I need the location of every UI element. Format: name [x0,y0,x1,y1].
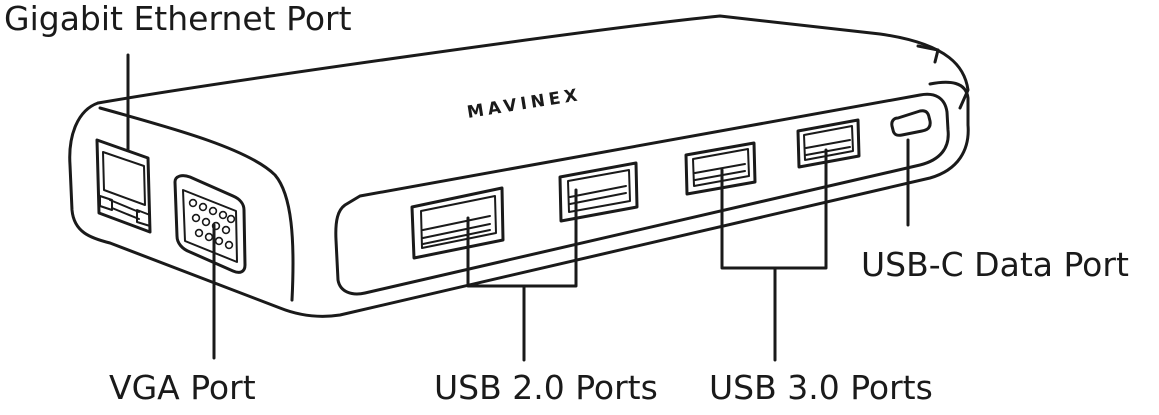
vga-port-icon [173,174,247,274]
ethernet-port-label: Gigabit Ethernet Port [4,0,352,38]
leader-usb3 [720,148,828,362]
leader-lines [126,53,910,362]
usb3-ports-label: USB 3.0 Ports [709,368,933,407]
usbc-port-label: USB-C Data Port [861,245,1129,284]
usb3-port-1-icon [684,141,757,196]
hub-front-panel [334,92,950,296]
usbc-port-icon [890,109,932,137]
usb2-port-2-icon [558,161,639,223]
hub-top-face [96,14,970,110]
vga-port-label: VGA Port [109,368,256,407]
usb2-port-1-icon [410,186,505,260]
hub-side-face [98,106,295,302]
brand-logo: MAVINEX [466,85,583,123]
usb3-port-2-icon [796,118,861,169]
hub-cable-stub [916,44,940,64]
hub-body-outline [68,80,970,318]
usb2-ports-label: USB 2.0 Ports [434,368,658,407]
leader-usb2 [466,188,578,362]
ethernet-port-icon [95,138,152,234]
